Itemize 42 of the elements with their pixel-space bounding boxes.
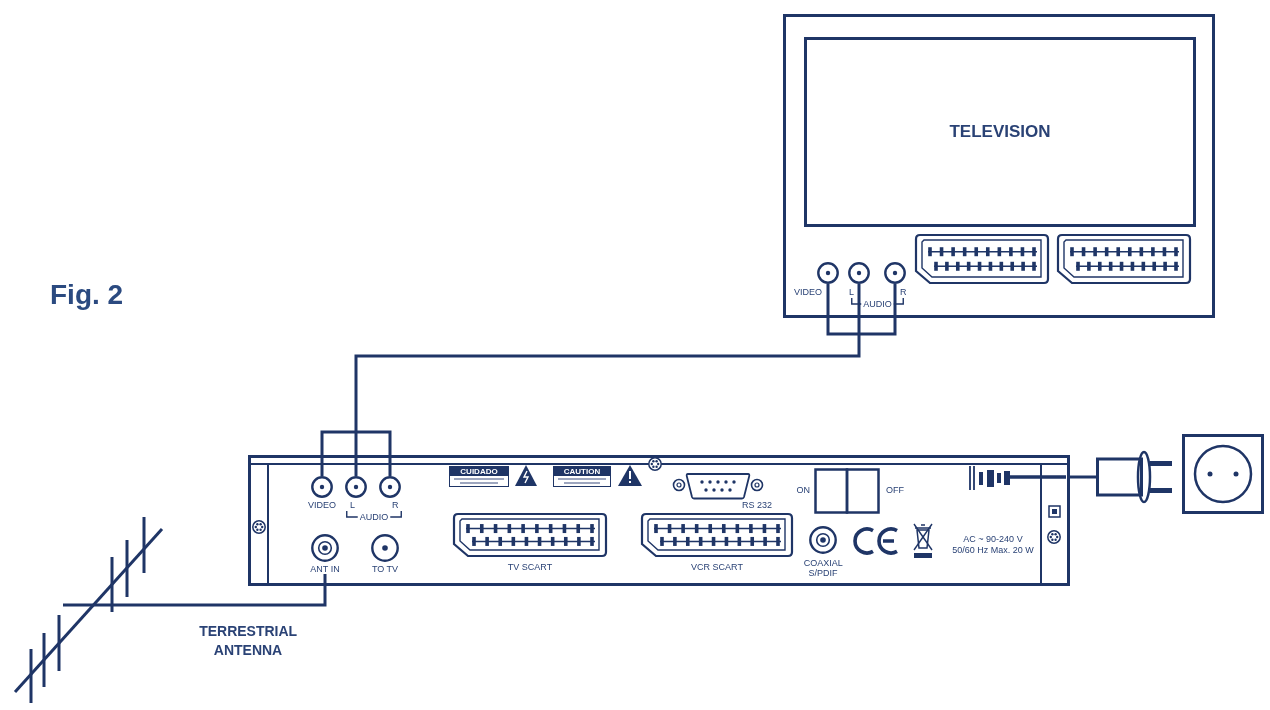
cable-line [320, 430, 356, 476]
rca-jack-icon [884, 262, 906, 284]
power-plug-icon [1096, 449, 1174, 505]
figure-number: Fig. 2 [50, 281, 124, 309]
cable-line [1070, 475, 1096, 479]
port-label: AUDIO [863, 299, 892, 309]
screen-title: TELEVISION [949, 121, 1051, 143]
cable-line [354, 334, 861, 432]
port-label: RS 232 [742, 501, 773, 510]
port-label: COAXIAL S/PDIF [803, 559, 843, 579]
cable-line [826, 284, 859, 336]
port-label: L [350, 501, 355, 510]
warning-title: CAUTION [554, 467, 610, 476]
port-label: VIDEO [794, 288, 822, 297]
port-label: AC ~ 90-240 V 50/60 Hz Max. 20 W [951, 534, 1035, 557]
antenna-caption: TERRESTRIAL ANTENNA [199, 622, 297, 660]
rca-jack-icon [817, 262, 839, 284]
port-label: ANT IN [310, 565, 340, 574]
port-label: AUDIO [359, 512, 389, 522]
port-label: R [900, 288, 907, 297]
tv-screen [804, 37, 1196, 227]
port-label: VIDEO [308, 501, 336, 510]
port-label: ON [796, 486, 810, 495]
rca-jack-icon [345, 476, 367, 498]
port-label: OFF [886, 486, 904, 495]
receiver-back-panel [248, 455, 1070, 586]
cable-line [356, 430, 392, 476]
warning-title: CUIDADO [450, 467, 508, 476]
cable-line [354, 432, 358, 476]
port-label: VCR SCART [691, 563, 743, 572]
port-label: TV SCART [507, 563, 553, 572]
port-label: R [392, 501, 399, 510]
wall-socket-icon [1182, 434, 1264, 514]
rca-jack-icon [311, 476, 333, 498]
television-frame [783, 14, 1215, 318]
rca-jack-icon [848, 262, 870, 284]
port-label: TO TV [371, 565, 399, 574]
cable-line [857, 284, 861, 334]
rca-jack-icon [379, 476, 401, 498]
port-label: L [849, 288, 854, 297]
cable-line [859, 284, 897, 336]
cable-line [174, 574, 327, 607]
